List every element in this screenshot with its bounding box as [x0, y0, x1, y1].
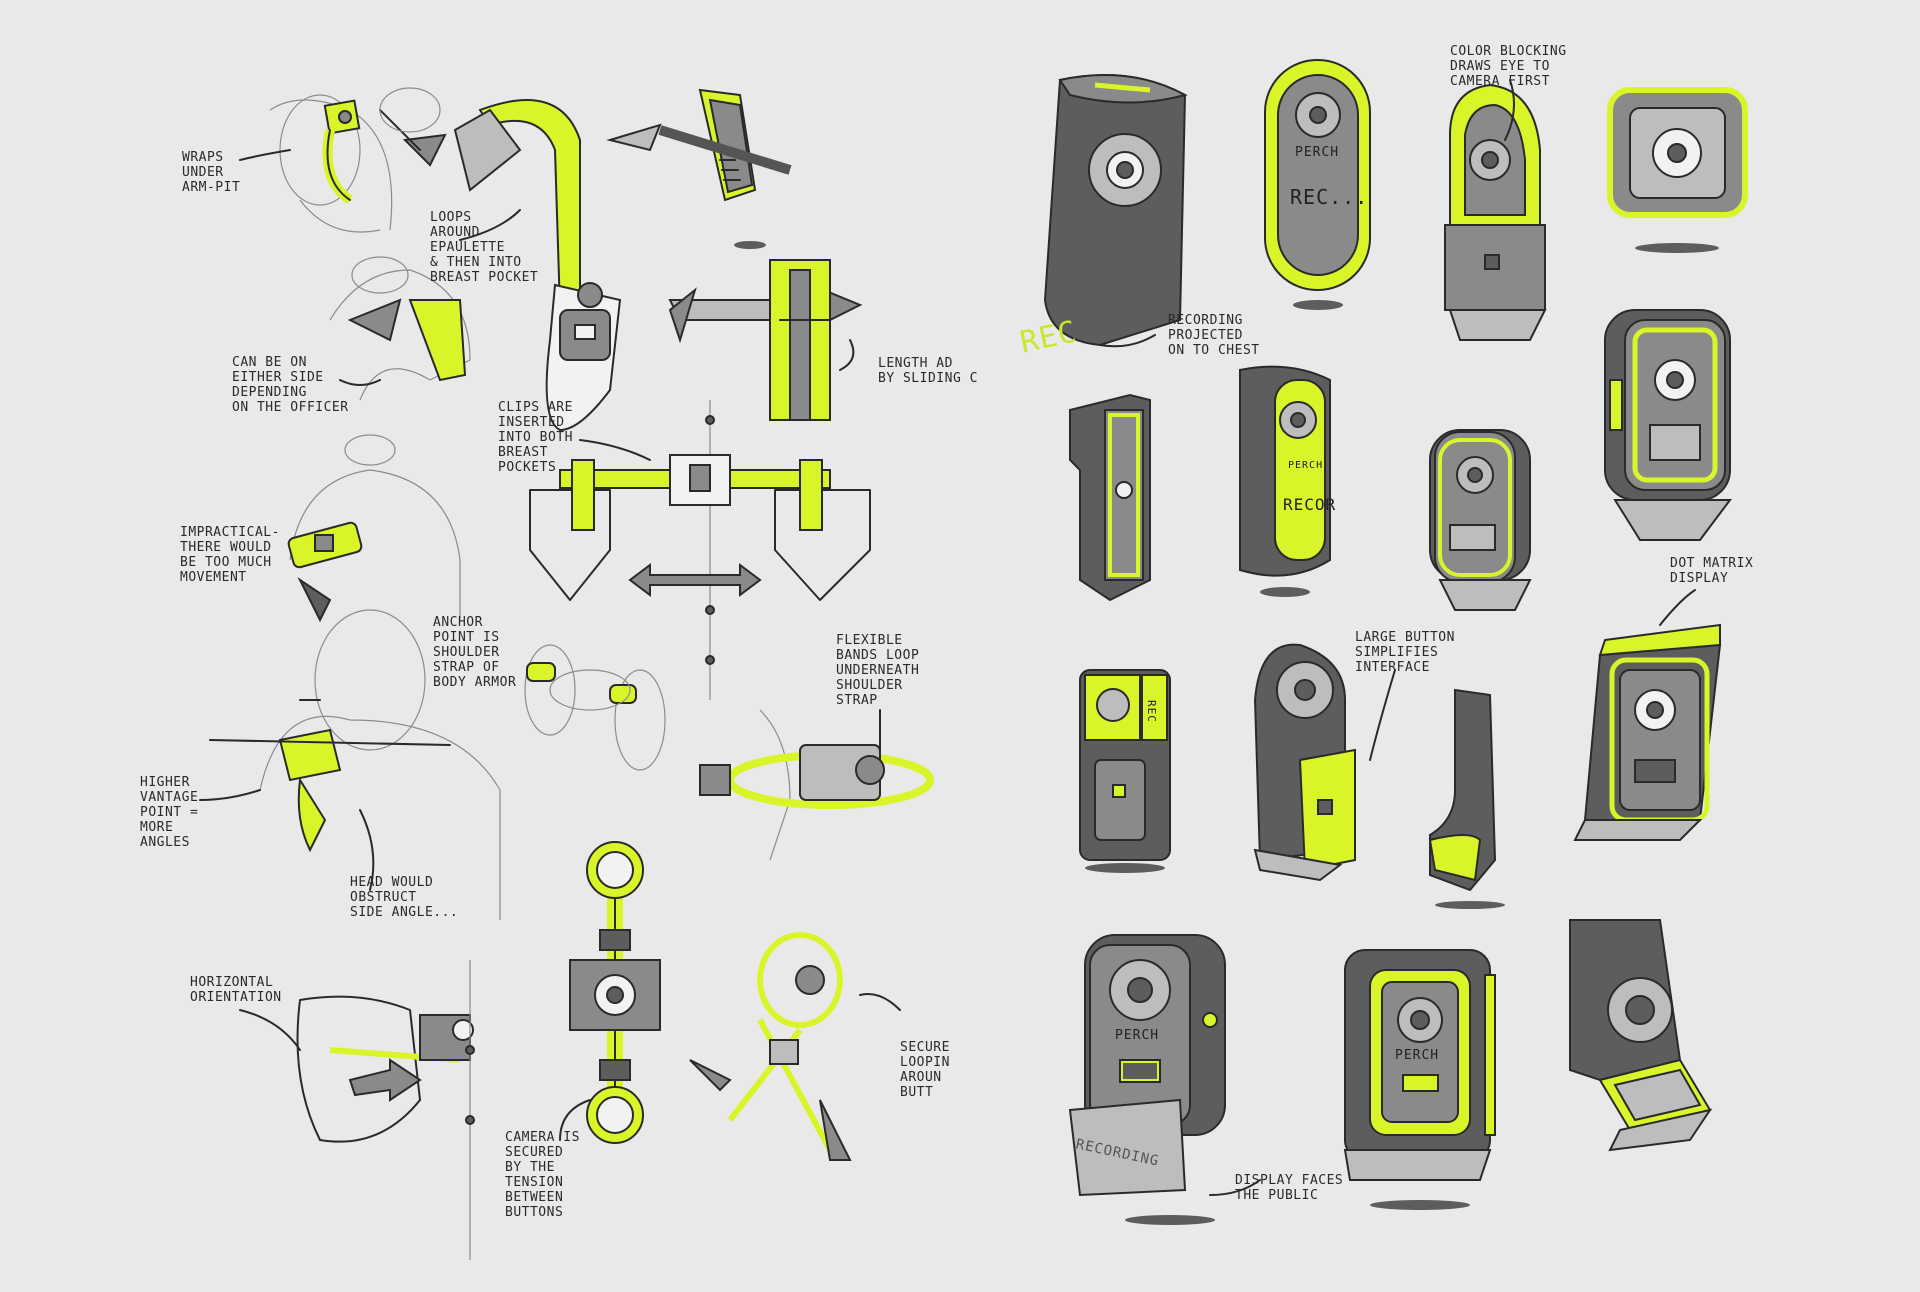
device-r3c1 — [1079, 669, 1171, 873]
sliding-clip-sketch — [668, 259, 863, 421]
flexible-band-sketch — [699, 709, 934, 861]
label-recor: RECOR — [1283, 495, 1337, 514]
note-large-button: LARGE BUTTON SIMPLIFIES INTERFACE — [1355, 630, 1455, 675]
device-r3c4 — [1573, 623, 1722, 841]
note-color-blocking: COLOR BLOCKING DRAWS EYE TO CAMERA FIRST — [1450, 44, 1567, 89]
label-rec-side: REC — [1145, 700, 1158, 723]
arm-band-raised-sketch — [329, 256, 471, 401]
device-r2c4 — [1604, 309, 1732, 541]
device-r1c3 — [1444, 83, 1547, 341]
device-r1c2 — [1264, 59, 1371, 310]
epaulette-strap-sketch — [453, 99, 662, 432]
note-camera-secured: CAMERA IS SECURED BY THE TENSION BETWEEN… — [505, 1130, 580, 1220]
label-rec-1: REC... — [1290, 185, 1369, 209]
device-r4c2 — [1343, 949, 1496, 1210]
note-head-obstruct: HEAD WOULD OBSTRUCT SIDE ANGLE... — [350, 875, 459, 920]
note-horizontal: HORIZONTAL ORIENTATION — [190, 975, 282, 1005]
note-flexible-bands: FLEXIBLE BANDS LOOP UNDERNEATH SHOULDER … — [836, 633, 920, 708]
button-tension-camera-sketch — [569, 841, 661, 1144]
note-length-adjust: LENGTH AD BY SLIDING C — [878, 356, 978, 386]
armpit-strap-sketch — [269, 87, 447, 233]
arm-band-torso-sketch — [287, 434, 461, 623]
device-r3c3 — [1428, 688, 1505, 909]
right-device-concepts — [199, 59, 1748, 1225]
device-r4c1 — [1068, 934, 1226, 1225]
device-r2c1 — [1069, 393, 1151, 602]
device-r1c4 — [1607, 87, 1748, 253]
label-perch-2: PERCH — [1288, 460, 1324, 471]
note-wraps-under: WRAPS UNDER ARM-PIT — [182, 150, 241, 195]
anchor-ring-sketch — [524, 644, 666, 771]
device-r3c2 — [1253, 643, 1356, 882]
note-display-faces: DISPLAY FACES THE PUBLIC — [1235, 1173, 1344, 1203]
shoulder-mount-sketch — [209, 609, 501, 920]
device-r1c1 — [1043, 74, 1188, 347]
horizontal-camera-sketch — [296, 960, 475, 1260]
note-either-side: CAN BE ON EITHER SIDE DEPENDING ON THE O… — [232, 355, 349, 415]
device-r2c2 — [1239, 365, 1331, 597]
note-higher-vantage: HIGHER VANTAGE POINT = MORE ANGLES — [140, 775, 199, 850]
device-r4c3 — [1569, 919, 1713, 1152]
device-r2c3 — [1429, 429, 1532, 611]
note-recording-projected: RECORDING PROJECTED ON TO CHEST — [1168, 313, 1260, 358]
left-mount-studies — [209, 87, 934, 1260]
label-perch-4: PERCH — [1395, 1048, 1440, 1063]
note-loops-around: LOOPS AROUND EPAULETTE & THEN INTO BREAS… — [430, 210, 539, 285]
note-impractical: IMPRACTICAL- THERE WOULD BE TOO MUCH MOV… — [180, 525, 280, 585]
note-dot-matrix: DOT MATRIX DISPLAY — [1670, 556, 1754, 586]
note-anchor-point: ANCHOR POINT IS SHOULDER STRAP OF BODY A… — [433, 615, 517, 690]
label-perch-3: PERCH — [1115, 1028, 1160, 1043]
note-secured-looping: SECURE LOOPIN AROUN BUTT — [900, 1040, 950, 1100]
dual-pocket-bar-sketch — [529, 400, 871, 700]
pocket-clip-sketch — [658, 88, 792, 249]
looping-button-sketch — [689, 932, 852, 1161]
label-perch-1: PERCH — [1295, 145, 1340, 160]
note-clips-inserted: CLIPS ARE INSERTED INTO BOTH BREAST POCK… — [498, 400, 573, 475]
annotation-leaders — [199, 79, 1696, 1196]
